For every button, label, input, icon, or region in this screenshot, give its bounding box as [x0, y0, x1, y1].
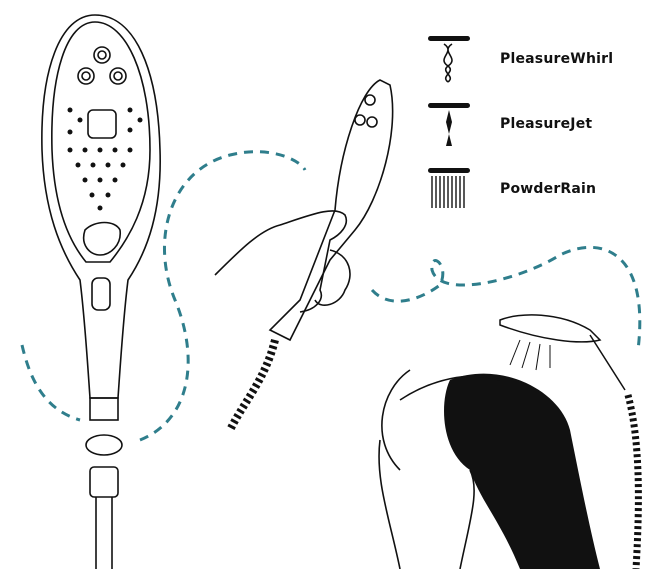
- hand-holding-shower: [214, 79, 394, 432]
- dashed-flow-lines: [20, 150, 642, 442]
- pleasurewhirl-icon: [428, 36, 470, 83]
- legend-label-pleasurejet: PleasureJet: [500, 116, 593, 132]
- powderrain-icon: [428, 168, 470, 208]
- legend-icons: [428, 36, 470, 208]
- woman-showering: [378, 314, 642, 569]
- water-spray: [509, 339, 551, 371]
- nozzle-dots: [67, 107, 143, 211]
- legend-label-pleasurewhirl: PleasureWhirl: [500, 51, 614, 67]
- shower-head-front: [41, 14, 161, 569]
- legend-label-powderrain: PowderRain: [500, 181, 597, 197]
- pleasurejet-icon: [428, 103, 470, 146]
